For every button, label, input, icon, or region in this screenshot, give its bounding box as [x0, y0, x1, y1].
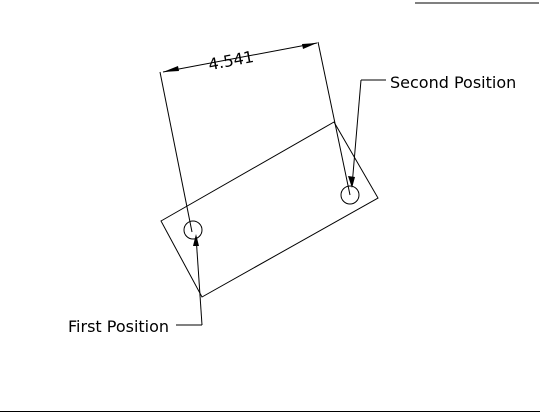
- dimension-line: [162, 42, 318, 73]
- second-leader-diagonal: [351, 79, 362, 187]
- dimension-arrow-right: [302, 43, 317, 49]
- first-leader-arrow: [193, 234, 199, 246]
- extension-line-right: [317, 41, 351, 196]
- second-leader-arrow: [348, 176, 355, 188]
- extension-line-left: [159, 71, 193, 233]
- second-position-hole: [340, 185, 360, 205]
- first-position-label: First Position: [68, 317, 169, 336]
- part-outline: [160, 121, 379, 298]
- second-position-label: Second Position: [390, 73, 516, 92]
- first-position-hole: [183, 220, 203, 240]
- dimension-arrow-left: [163, 66, 179, 72]
- dimension-value: 4.541: [207, 47, 256, 74]
- first-leader-diagonal: [195, 235, 203, 326]
